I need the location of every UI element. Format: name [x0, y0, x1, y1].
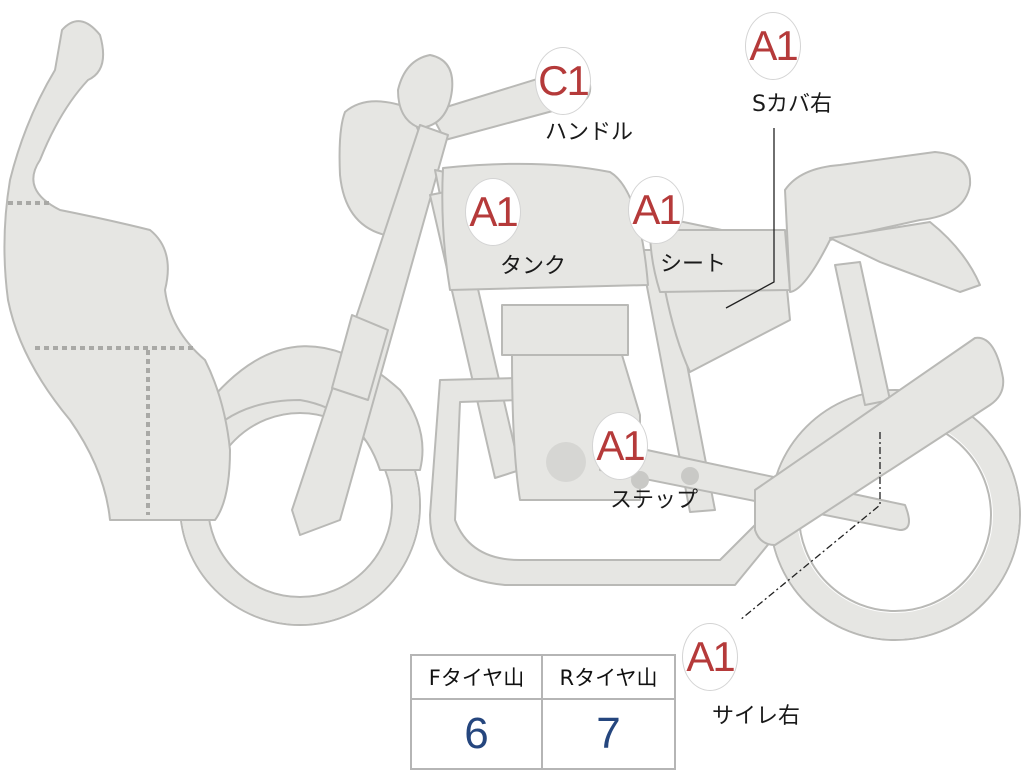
rear-cowl — [829, 221, 981, 293]
handle-grade-badge: C1 — [535, 47, 591, 115]
rear-shock — [834, 261, 891, 406]
tank-grade-badge: A1 — [465, 178, 521, 246]
side-cover-label: Sカバ右 — [752, 92, 832, 117]
step-label: ステップ — [610, 488, 699, 513]
muffler-grade-badge: A1 — [682, 623, 738, 691]
seat-grade-badge: A1 — [628, 176, 684, 244]
handle-label: ハンドル — [545, 120, 634, 145]
side-cover-grade-badge: A1 — [745, 12, 801, 80]
muffler — [754, 336, 1005, 546]
engine-cylinder — [501, 304, 629, 356]
fork-guard — [331, 314, 389, 401]
rear-tire-header: Rタイヤ山 — [543, 656, 674, 700]
seat — [784, 151, 972, 293]
tire-tread-table: Fタイヤ山 Rタイヤ山 6 7 — [410, 654, 676, 770]
rear-tire-value: 7 — [596, 709, 621, 758]
fairing — [3, 20, 231, 521]
front-tire-value: 6 — [412, 700, 543, 768]
step-peg-left — [631, 471, 649, 489]
muffler-label: サイレ右 — [712, 704, 801, 729]
step-grade-badge: A1 — [592, 412, 648, 480]
front-tire-header: Fタイヤ山 — [412, 656, 543, 700]
side-cover — [664, 267, 791, 373]
engine-cover-circle — [546, 442, 586, 482]
step-peg-right — [681, 467, 699, 485]
tank-label: タンク — [500, 254, 567, 279]
seat-label: シート — [660, 252, 727, 277]
side-cover-leader — [725, 128, 775, 309]
mirror — [397, 54, 454, 129]
